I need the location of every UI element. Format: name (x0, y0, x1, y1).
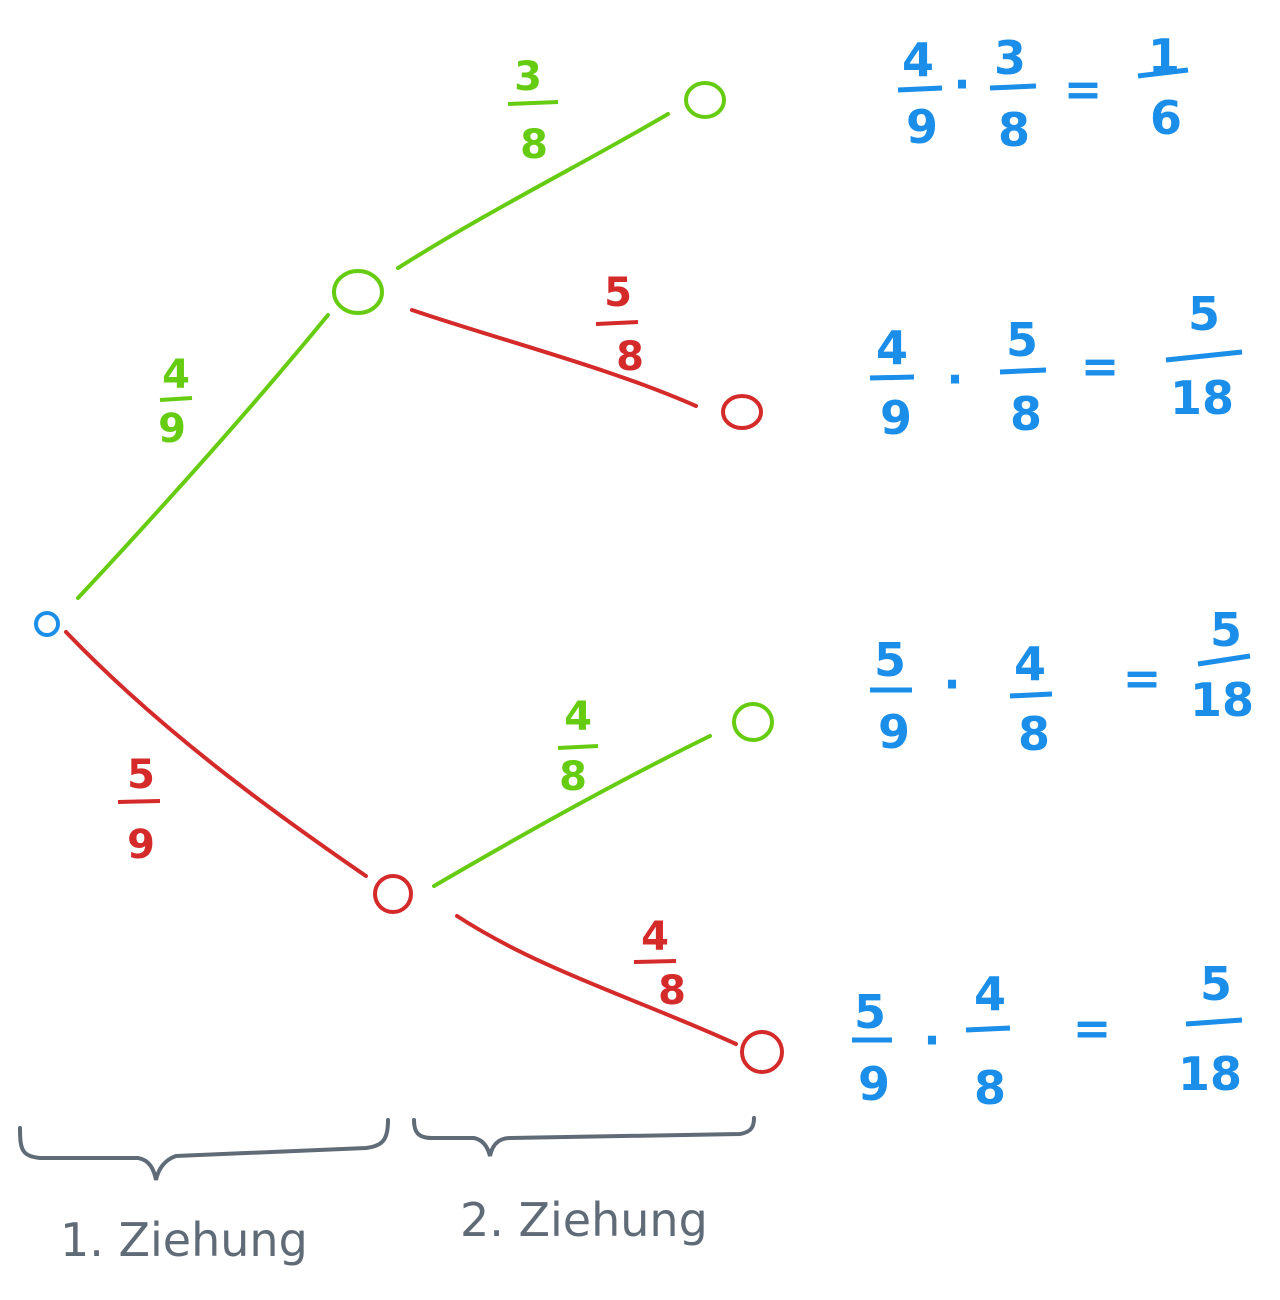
label-red-red: 4 8 (633, 914, 686, 1014)
svg-text:·: · (946, 352, 963, 406)
svg-text:9: 9 (158, 406, 186, 452)
label-green-green: 3 8 (507, 54, 559, 168)
product-row-2: 4 9 · 5 8 = 5 18 (869, 287, 1243, 445)
svg-text:4: 4 (1014, 637, 1046, 691)
svg-text:8: 8 (658, 968, 686, 1014)
node-red-green (732, 702, 774, 742)
branch-green-green (396, 112, 670, 270)
svg-text:·: · (943, 657, 960, 711)
svg-text:9: 9 (858, 1057, 890, 1111)
branch-red-green (432, 734, 712, 888)
node-green-red (721, 394, 763, 430)
svg-text:=: = (1081, 339, 1120, 393)
svg-text:8: 8 (520, 122, 548, 168)
svg-text:18: 18 (1190, 673, 1254, 727)
svg-text:18: 18 (1170, 371, 1234, 425)
stage-label-first: 1. Ziehung (60, 1213, 308, 1267)
branch-red-red (455, 914, 738, 1046)
svg-text:9: 9 (878, 705, 910, 759)
svg-text:9: 9 (906, 100, 938, 154)
svg-text:8: 8 (1010, 387, 1042, 441)
node-red-red (740, 1030, 784, 1074)
svg-text:5: 5 (127, 752, 155, 798)
node-root (34, 611, 60, 637)
label-green-red: 5 8 (595, 270, 644, 380)
branch-root-red (64, 630, 368, 878)
svg-text:=: = (1073, 1001, 1112, 1055)
node-red (373, 874, 413, 914)
brace-first (18, 1118, 390, 1181)
svg-text:18: 18 (1178, 1047, 1242, 1101)
svg-text:5: 5 (604, 270, 632, 316)
svg-text:9: 9 (127, 822, 155, 868)
svg-text:=: = (1123, 651, 1162, 705)
svg-text:4: 4 (876, 321, 908, 375)
node-green-green (684, 81, 726, 119)
svg-text:=: = (1064, 62, 1103, 116)
svg-text:3: 3 (994, 31, 1026, 85)
svg-text:8: 8 (616, 334, 644, 380)
product-row-3: 5 9 · 4 8 = 5 18 (870, 603, 1254, 761)
svg-text:4: 4 (162, 352, 190, 398)
svg-text:8: 8 (1018, 707, 1050, 761)
branch-green-red (410, 308, 698, 408)
svg-text:8: 8 (974, 1061, 1006, 1115)
branch-root-green (76, 313, 330, 600)
svg-text:4: 4 (641, 914, 669, 960)
svg-text:5: 5 (1188, 287, 1220, 341)
svg-text:6: 6 (1150, 91, 1182, 145)
svg-text:5: 5 (854, 985, 886, 1039)
svg-text:5: 5 (1210, 603, 1242, 657)
svg-text:9: 9 (880, 391, 912, 445)
product-row-4: 5 9 · 4 8 = 5 18 (852, 957, 1243, 1115)
stage-label-second: 2. Ziehung (460, 1193, 708, 1247)
svg-text:8: 8 (559, 754, 587, 800)
svg-text:4: 4 (902, 33, 934, 87)
svg-text:5: 5 (874, 633, 906, 687)
label-root-red: 5 9 (117, 752, 161, 868)
svg-text:4: 4 (564, 694, 592, 740)
label-red-green: 4 8 (557, 694, 599, 800)
svg-text:4: 4 (974, 967, 1006, 1021)
svg-text:5: 5 (1200, 957, 1232, 1011)
svg-text:·: · (953, 57, 970, 111)
product-row-1: 4 9 · 3 8 = 1 6 (897, 29, 1189, 157)
brace-second (412, 1116, 756, 1157)
svg-text:3: 3 (514, 54, 542, 100)
node-green (332, 269, 384, 315)
label-root-green: 4 9 (158, 352, 193, 452)
svg-text:5: 5 (1006, 313, 1038, 367)
svg-text:·: · (923, 1013, 940, 1067)
svg-text:8: 8 (998, 103, 1030, 157)
